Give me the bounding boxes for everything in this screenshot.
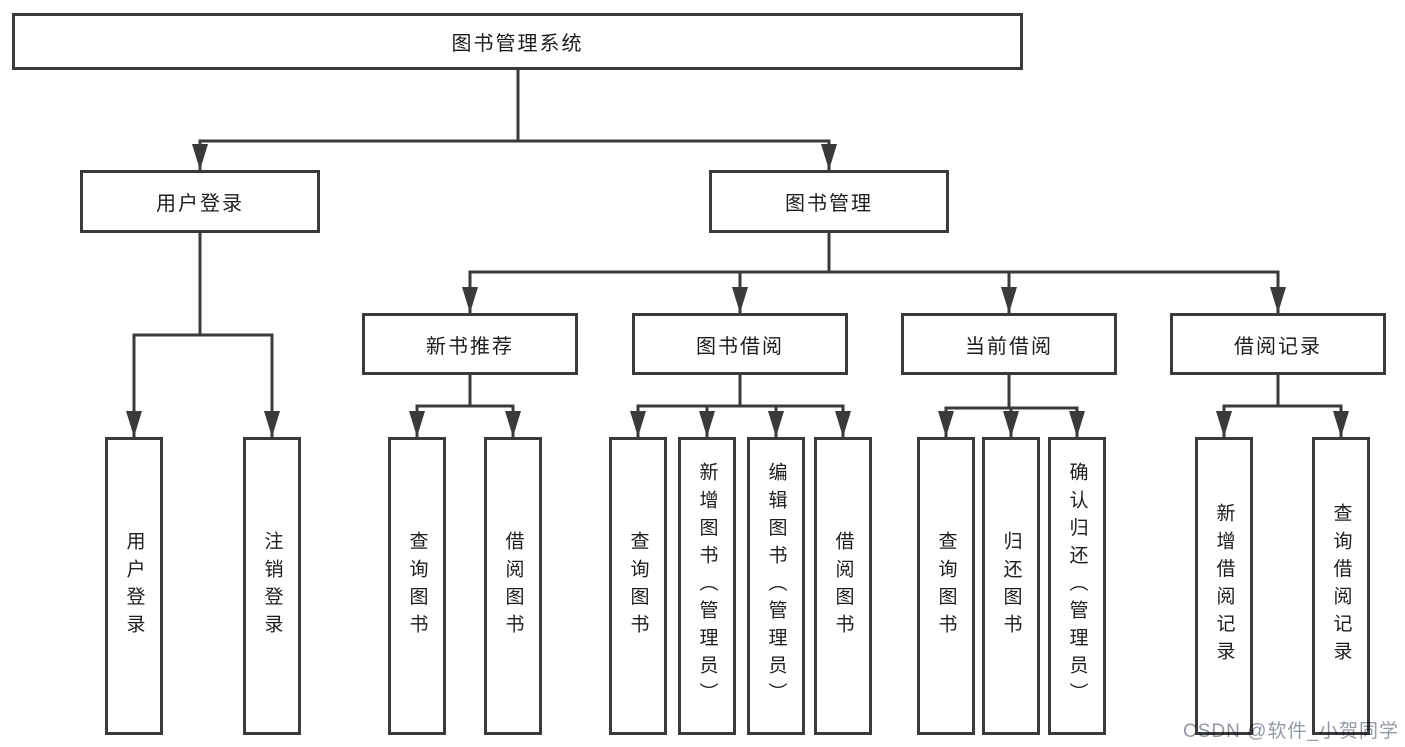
node-root-label: 图书管理系统 [451,33,584,55]
leaf-confirm-return-admin-label: 确认归还（管理员） [1066,462,1088,710]
leaf-logout-label: 注销登录 [261,530,283,642]
leaf-add-borrow-record-label: 新增借阅记录 [1213,503,1235,669]
leaf-add-book-admin-label: 新增图书（管理员） [696,462,718,710]
leaf-query-books-current: 查询图书 [917,437,975,735]
leaf-add-book-admin: 新增图书（管理员） [678,437,736,735]
leaf-return-books-label: 归还图书 [1000,530,1022,642]
leaf-query-books-current-label: 查询图书 [935,530,957,642]
leaf-query-books-borrow: 查询图书 [609,437,667,735]
node-new-book-recommend: 新书推荐 [362,313,578,375]
leaf-query-borrow-record-label: 查询借阅记录 [1330,503,1352,669]
node-book-borrowing: 图书借阅 [632,313,848,375]
node-current-borrowing: 当前借阅 [901,313,1117,375]
leaf-edit-book-admin: 编辑图书（管理员） [747,437,805,735]
leaf-borrow-books-label: 借阅图书 [832,530,854,642]
leaf-query-books-recommend: 查询图书 [388,437,446,735]
leaf-add-borrow-record: 新增借阅记录 [1195,437,1253,735]
leaf-logout: 注销登录 [243,437,301,735]
node-book-management-label: 图书管理 [785,193,873,215]
node-borrow-records: 借阅记录 [1170,313,1386,375]
node-user-login: 用户登录 [80,170,320,233]
leaf-confirm-return-admin: 确认归还（管理员） [1048,437,1106,735]
watermark-text: CSDN @软件_小贺同学 [1183,721,1399,742]
leaf-edit-book-admin-label: 编辑图书（管理员） [765,462,787,710]
leaf-user-login-label: 用户登录 [123,530,145,642]
leaf-return-books: 归还图书 [982,437,1040,735]
node-borrow-records-label: 借阅记录 [1234,335,1322,358]
leaf-user-login: 用户登录 [105,437,163,735]
leaf-query-borrow-record: 查询借阅记录 [1312,437,1370,735]
leaf-borrow-books: 借阅图书 [814,437,872,735]
node-root-system: 图书管理系统 [12,13,1023,70]
node-current-borrowing-label: 当前借阅 [965,335,1053,358]
node-new-book-recommend-label: 新书推荐 [426,335,514,358]
leaf-borrow-books-recommend: 借阅图书 [484,437,542,735]
leaf-query-books-recommend-label: 查询图书 [406,530,428,642]
node-user-login-label: 用户登录 [156,193,244,215]
leaf-query-books-borrow-label: 查询图书 [627,530,649,642]
node-book-borrowing-label: 图书借阅 [696,335,784,358]
leaf-borrow-books-recommend-label: 借阅图书 [502,530,524,642]
node-book-management: 图书管理 [709,170,949,233]
